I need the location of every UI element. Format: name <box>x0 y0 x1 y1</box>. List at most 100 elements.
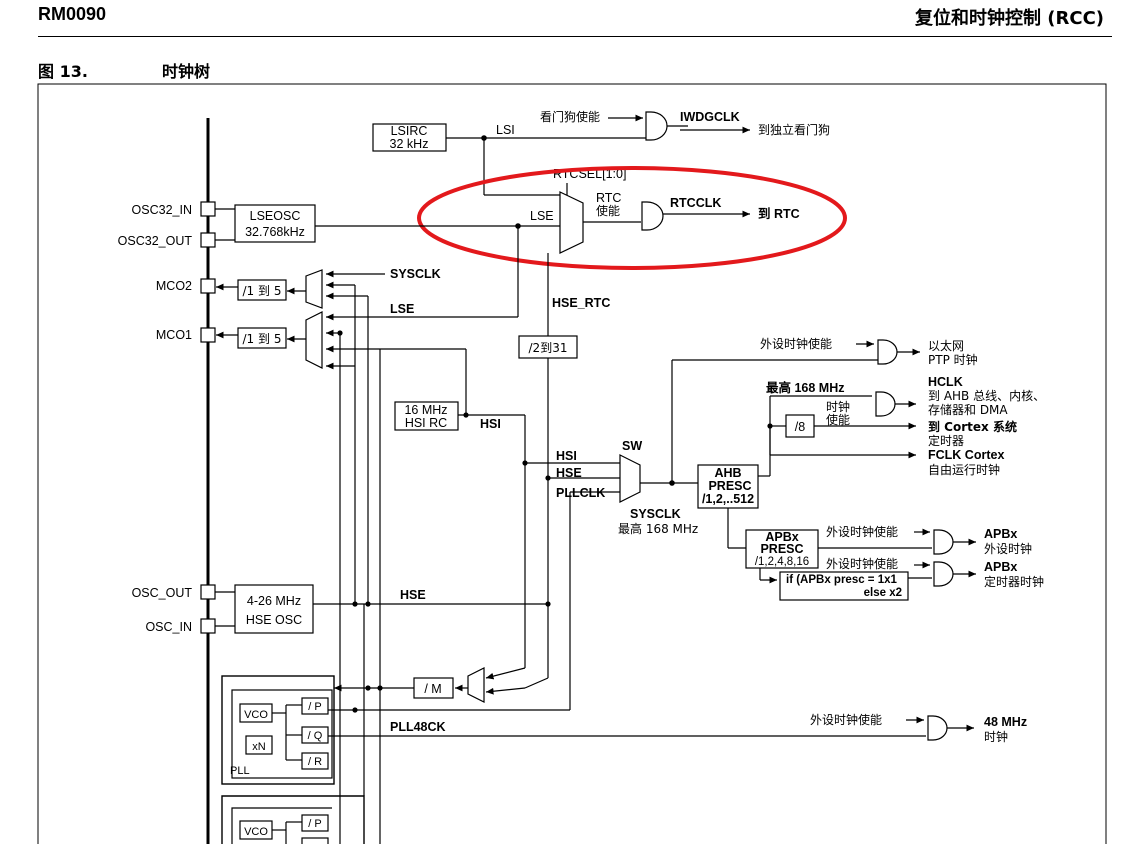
pll-p-div <box>301 697 329 715</box>
mco1-divider <box>237 327 287 349</box>
document-id: RM0090 <box>38 4 107 24</box>
hclk-max-label: 最高 168 MHz <box>766 380 845 395</box>
osc32-out-label: OSC32_OUT <box>118 234 193 248</box>
rtc-enable-2: 使能 <box>596 203 620 218</box>
ahb-label-2: PRESC <box>708 479 751 493</box>
cortex-timer-1: 到 Cortex 系统 <box>928 419 1017 434</box>
clock-enable-2: 使能 <box>826 412 850 427</box>
mco2-divider <box>237 279 287 301</box>
mco1-mux <box>305 311 323 369</box>
fclk-label: FCLK Cortex <box>928 448 1004 462</box>
osc32-in-pin <box>200 201 216 217</box>
ahb-label-3: /1,2,..512 <box>702 492 754 506</box>
osc-out-pin <box>200 584 216 600</box>
apb-label-2: PRESC <box>760 542 803 556</box>
pll-m-label: / M <box>424 682 441 696</box>
osc-in-pin <box>200 618 216 634</box>
apb-prescaler <box>745 529 819 569</box>
system-clock-mux <box>619 454 641 503</box>
periph-enable-apb-label: 外设时钟使能 <box>826 524 898 539</box>
vco-label: VCO <box>244 709 268 721</box>
hclk-desc-1: 到 AHB 总线、内核、 <box>928 389 1045 403</box>
pllclk-in-label: PLLCLK <box>556 486 605 500</box>
mco2-pin <box>200 278 216 294</box>
pll-block <box>221 675 335 785</box>
hsi-in-label: HSI <box>556 449 577 463</box>
hseosc-frequency: 4-26 MHz <box>247 594 301 608</box>
osc-in-label: OSC_IN <box>145 620 192 634</box>
xn-label: xN <box>252 741 266 753</box>
mco2-mux <box>305 269 323 309</box>
lsirc-frequency: 32 kHz <box>390 137 429 151</box>
pll-r-label: / R <box>308 756 322 768</box>
hsirc-frequency: 16 MHz <box>404 403 447 417</box>
hse-rtc-label: HSE_RTC <box>552 296 610 310</box>
ptp-label-2: PTP 时钟 <box>928 352 978 367</box>
ptp-label-1: 以太网 <box>928 338 964 353</box>
mco2-divider-label: /1 到 5 <box>243 284 282 298</box>
figure-title: 时钟树 <box>162 62 211 81</box>
pll-label: PLL <box>230 765 250 777</box>
rtcclk-label: RTCCLK <box>670 196 721 210</box>
periph-enable-48-label: 外设时钟使能 <box>810 712 882 727</box>
osc-out-label: OSC_OUT <box>132 586 193 600</box>
clock-enable-1: 时钟 <box>826 399 850 414</box>
mhz48-label-2: 时钟 <box>984 729 1008 744</box>
rtc-enable-1: RTC <box>596 191 621 205</box>
rtc-mux <box>559 191 584 254</box>
periph-enable-ptp-label: 外设时钟使能 <box>760 336 832 351</box>
xn-block <box>245 735 273 755</box>
pll48ck-label: PLL48CK <box>390 720 446 734</box>
rtc-hse-divider-label: /2到31 <box>529 341 568 355</box>
to-iwdg-label: 到独立看门狗 <box>758 122 830 137</box>
sw-label: SW <box>622 439 642 453</box>
apb-label-1: APBx <box>765 530 798 544</box>
mco2-label: MCO2 <box>156 279 192 293</box>
hsi-label: HSI <box>480 417 501 431</box>
sysclk-max-label: 最高 168 MHz <box>618 521 698 536</box>
pll-p-label: / P <box>308 701 321 713</box>
ahb-label-1: AHB <box>714 466 741 480</box>
osc32-out-pin <box>200 232 216 248</box>
hse-in-label: HSE <box>556 466 582 480</box>
timer-cond-1: if (APBx presc = 1x1 <box>786 574 898 586</box>
plli2s-block <box>221 795 365 844</box>
hsirc-label: HSI RC <box>405 416 447 430</box>
lseosc-label: LSEOSC <box>250 209 301 223</box>
hseosc-label: HSE OSC <box>246 613 302 627</box>
hseosc-block <box>234 584 314 634</box>
apbx-out-2: 外设时钟 <box>984 541 1032 556</box>
timer-and-gate <box>933 561 954 587</box>
osc32-in-label: OSC32_IN <box>132 203 192 217</box>
pll2-p-div <box>301 814 329 832</box>
watchdog-enable-label: 看门狗使能 <box>540 109 600 124</box>
apbx-tim-1: APBx <box>984 560 1017 574</box>
rtc-and-gate <box>641 201 664 231</box>
apbx-out-1: APBx <box>984 527 1017 541</box>
vco2-label: VCO <box>244 826 268 838</box>
lseosc-frequency: 32.768kHz <box>245 225 305 239</box>
mco1-label: MCO1 <box>156 328 192 342</box>
apb-and-gate <box>933 529 954 555</box>
lse-mco-label: LSE <box>390 302 414 316</box>
timer-multiplier <box>779 571 909 601</box>
pll-q-label: / Q <box>308 730 323 742</box>
hsirc-block <box>394 401 459 431</box>
pll2-p-label: / P <box>308 818 321 830</box>
section-title: 复位和时钟控制 (RCC) <box>915 8 1104 29</box>
hclk-label: HCLK <box>928 375 963 389</box>
mco1-divider-label: /1 到 5 <box>243 332 282 346</box>
hclk-and-gate <box>875 391 896 417</box>
lsi-label: LSI <box>496 123 515 137</box>
figure-frame <box>37 83 1107 844</box>
lsirc-label: LSIRC <box>391 124 428 138</box>
header-divider <box>38 36 1112 37</box>
fclk-desc: 自由运行时钟 <box>928 462 1000 477</box>
pll-inner <box>231 689 333 779</box>
iwdg-and-gate <box>645 111 668 141</box>
rtc-highlight-ellipse <box>417 166 847 270</box>
mhz48-and-gate <box>927 715 948 741</box>
lseosc-block <box>234 204 316 243</box>
hse-label: HSE <box>400 588 426 602</box>
